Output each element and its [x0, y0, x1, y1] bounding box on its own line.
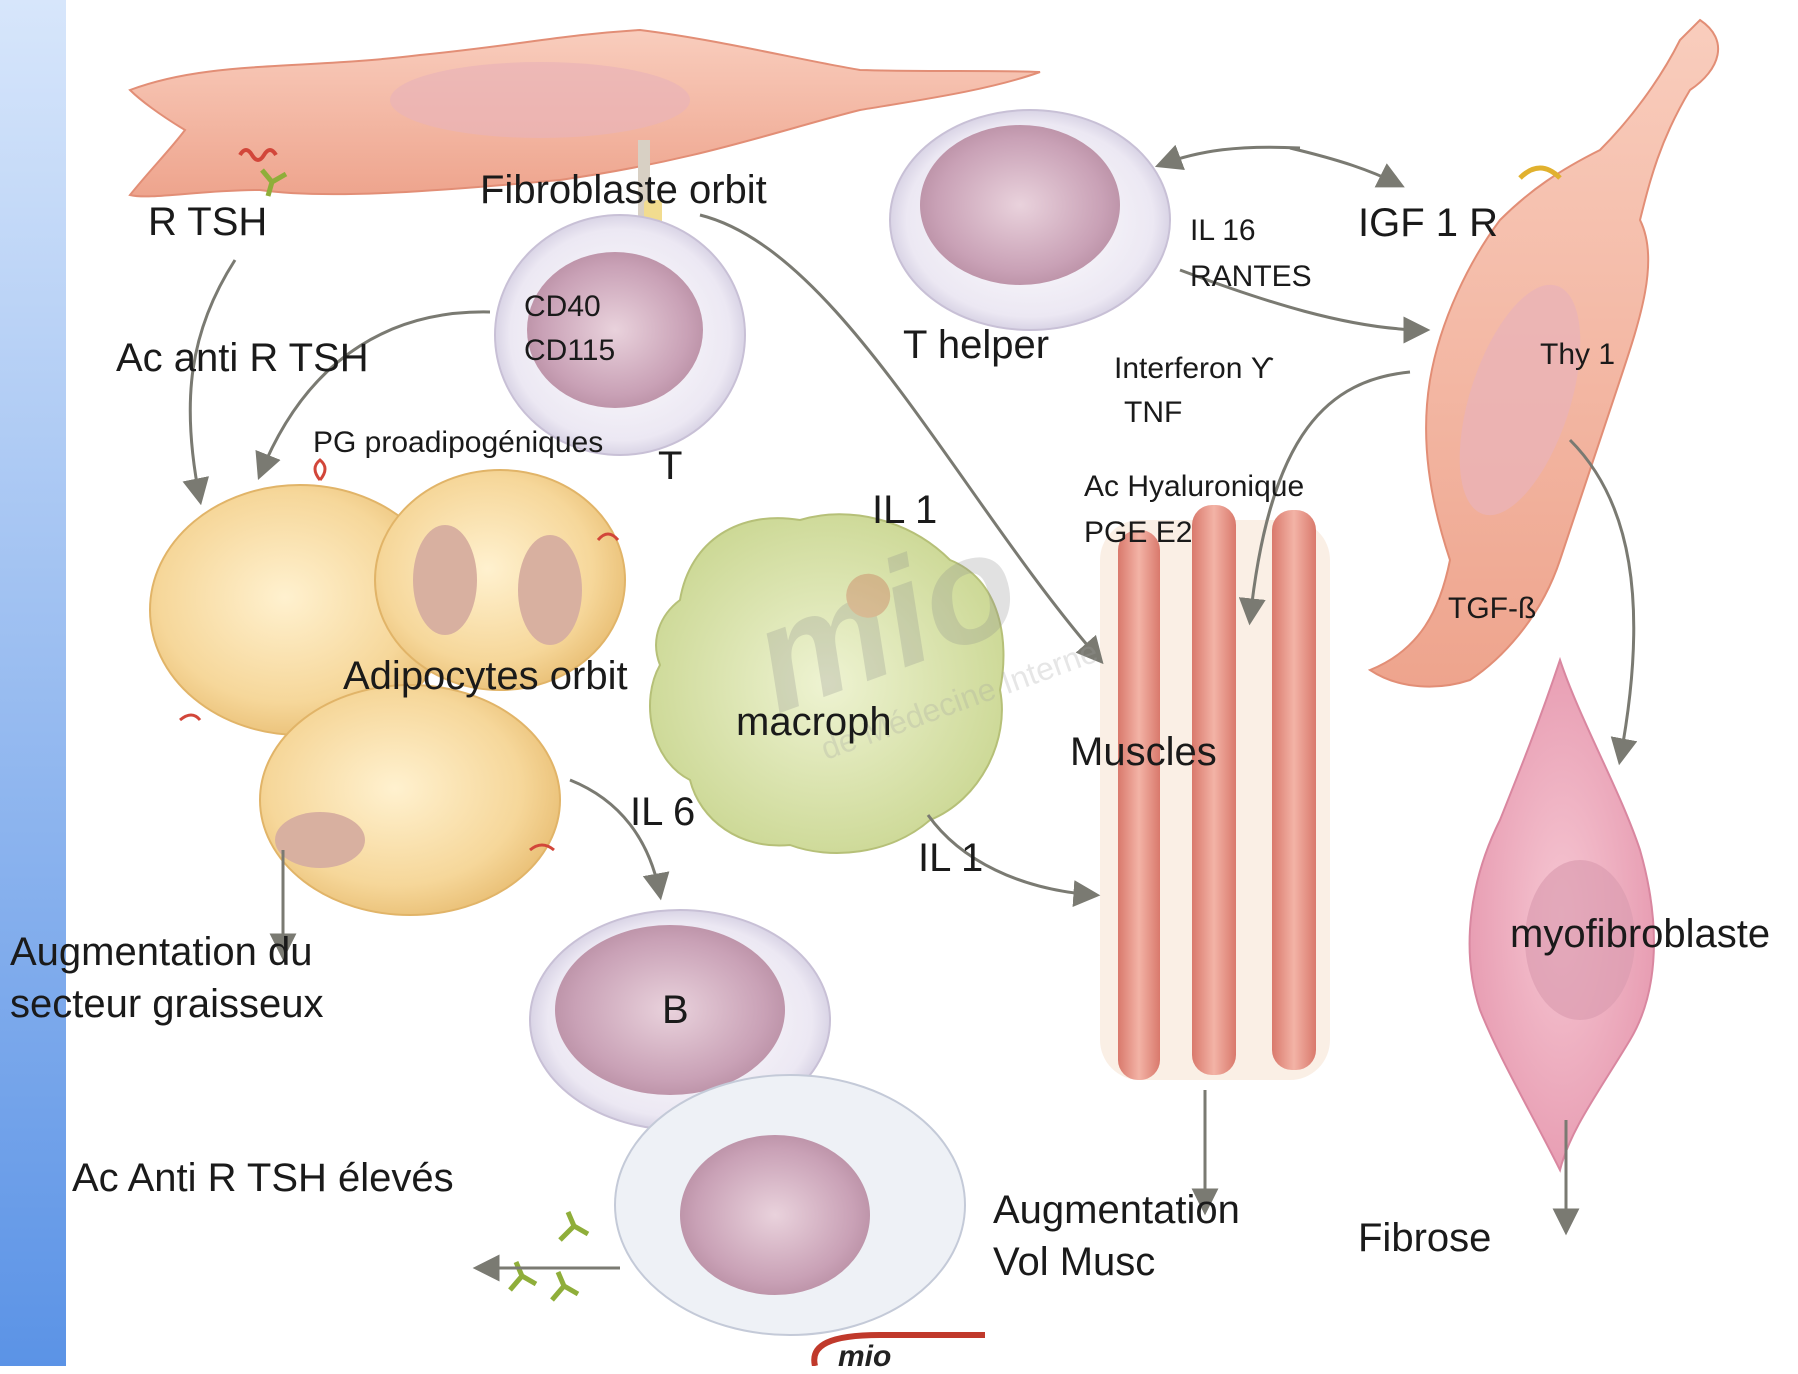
label-ac-anti-eleves: Ac Anti R TSH élevés	[72, 1156, 454, 1201]
label-adipocytes-orbit: Adipocytes orbit	[343, 654, 628, 699]
label-pg-proadipogeniques: PG proadipogéniques	[313, 426, 603, 460]
arrow-il16-to-igf	[1290, 148, 1400, 185]
mio-logo-text: mio	[838, 1340, 891, 1374]
label-ac-hyaluronique: Ac Hyaluronique	[1084, 470, 1304, 504]
label-tnf: TNF	[1124, 396, 1182, 430]
side-bar	[0, 0, 66, 1366]
label-macroph: macroph	[736, 700, 892, 745]
label-r-tsh: R TSH	[148, 200, 267, 245]
label-pge2: PGE E2	[1084, 516, 1192, 550]
label-thy1: Thy 1	[1540, 338, 1615, 372]
label-cd40: CD40	[524, 290, 601, 324]
antibody-icon	[510, 1212, 588, 1300]
label-tgf-beta: TGF-ß	[1448, 592, 1536, 626]
muscle-fibers	[1118, 505, 1316, 1080]
label-igf1r: IGF 1 R	[1358, 201, 1498, 246]
label-muscles: Muscles	[1070, 730, 1217, 775]
b-cell	[530, 910, 965, 1335]
label-rantes: RANTES	[1190, 260, 1312, 294]
label-ac-anti-r-tsh: Ac anti R TSH	[116, 336, 369, 381]
label-t-helper: T helper	[903, 323, 1049, 368]
label-il16: IL 16	[1190, 214, 1256, 248]
arrow-igf-to-thelper	[1160, 147, 1300, 165]
label-augmentation-graisseux: Augmentation du secteur graisseux	[10, 926, 323, 1030]
label-il1-top: IL 1	[872, 488, 937, 533]
label-b-cell: B	[662, 988, 689, 1033]
label-augmentation-vol: Augmentation Vol Musc	[993, 1184, 1240, 1288]
label-cd115: CD115	[524, 334, 615, 368]
label-fibrose: Fibrose	[1358, 1216, 1491, 1261]
label-il6: IL 6	[630, 790, 695, 835]
t-helper-cell	[890, 110, 1170, 330]
label-interferon: Interferon ϒ	[1114, 352, 1274, 386]
label-t-cell: T	[658, 444, 682, 489]
label-myofibroblaste: myofibroblaste	[1510, 912, 1770, 957]
label-fibroblaste-orbit: Fibroblaste orbit	[480, 168, 767, 213]
label-il1-bottom: IL 1	[918, 836, 983, 881]
